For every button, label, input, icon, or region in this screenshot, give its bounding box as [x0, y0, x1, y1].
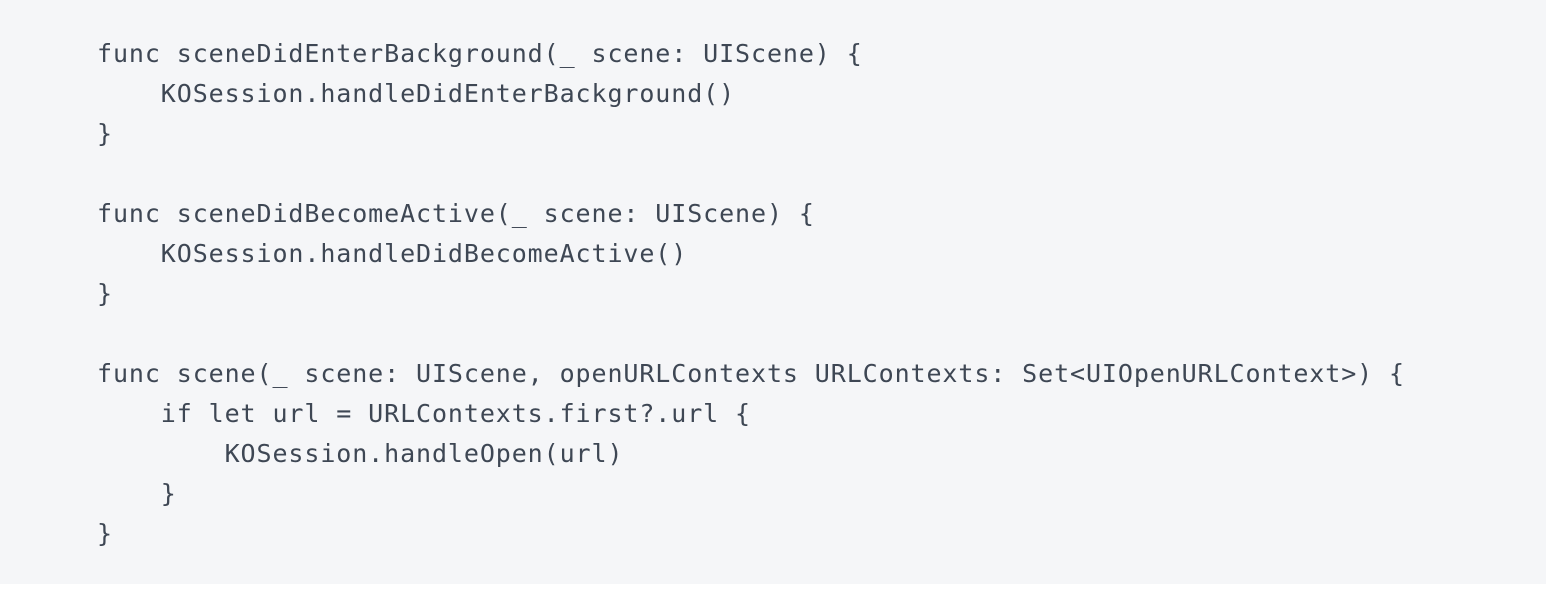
code-line: func scene(_ scene: UIScene, openURLCont…: [97, 359, 1406, 388]
code-line: KOSession.handleOpen(url): [97, 439, 624, 468]
code-line: }: [97, 279, 113, 308]
code-line: KOSession.handleDidBecomeActive(): [97, 239, 688, 268]
code-line: KOSession.handleDidEnterBackground(): [97, 79, 736, 108]
code-line: func sceneDidBecomeActive(_ scene: UISce…: [97, 199, 815, 228]
code-line: [97, 154, 1546, 194]
code-line: if let url = URLContexts.first?.url {: [97, 399, 752, 428]
code-line: [97, 314, 1546, 354]
code-line: }: [97, 479, 177, 508]
code-listing: func sceneDidEnterBackground(_ scene: UI…: [97, 34, 1546, 554]
code-line: }: [97, 119, 113, 148]
code-line: func sceneDidEnterBackground(_ scene: UI…: [97, 39, 863, 68]
code-line: }: [97, 519, 113, 548]
